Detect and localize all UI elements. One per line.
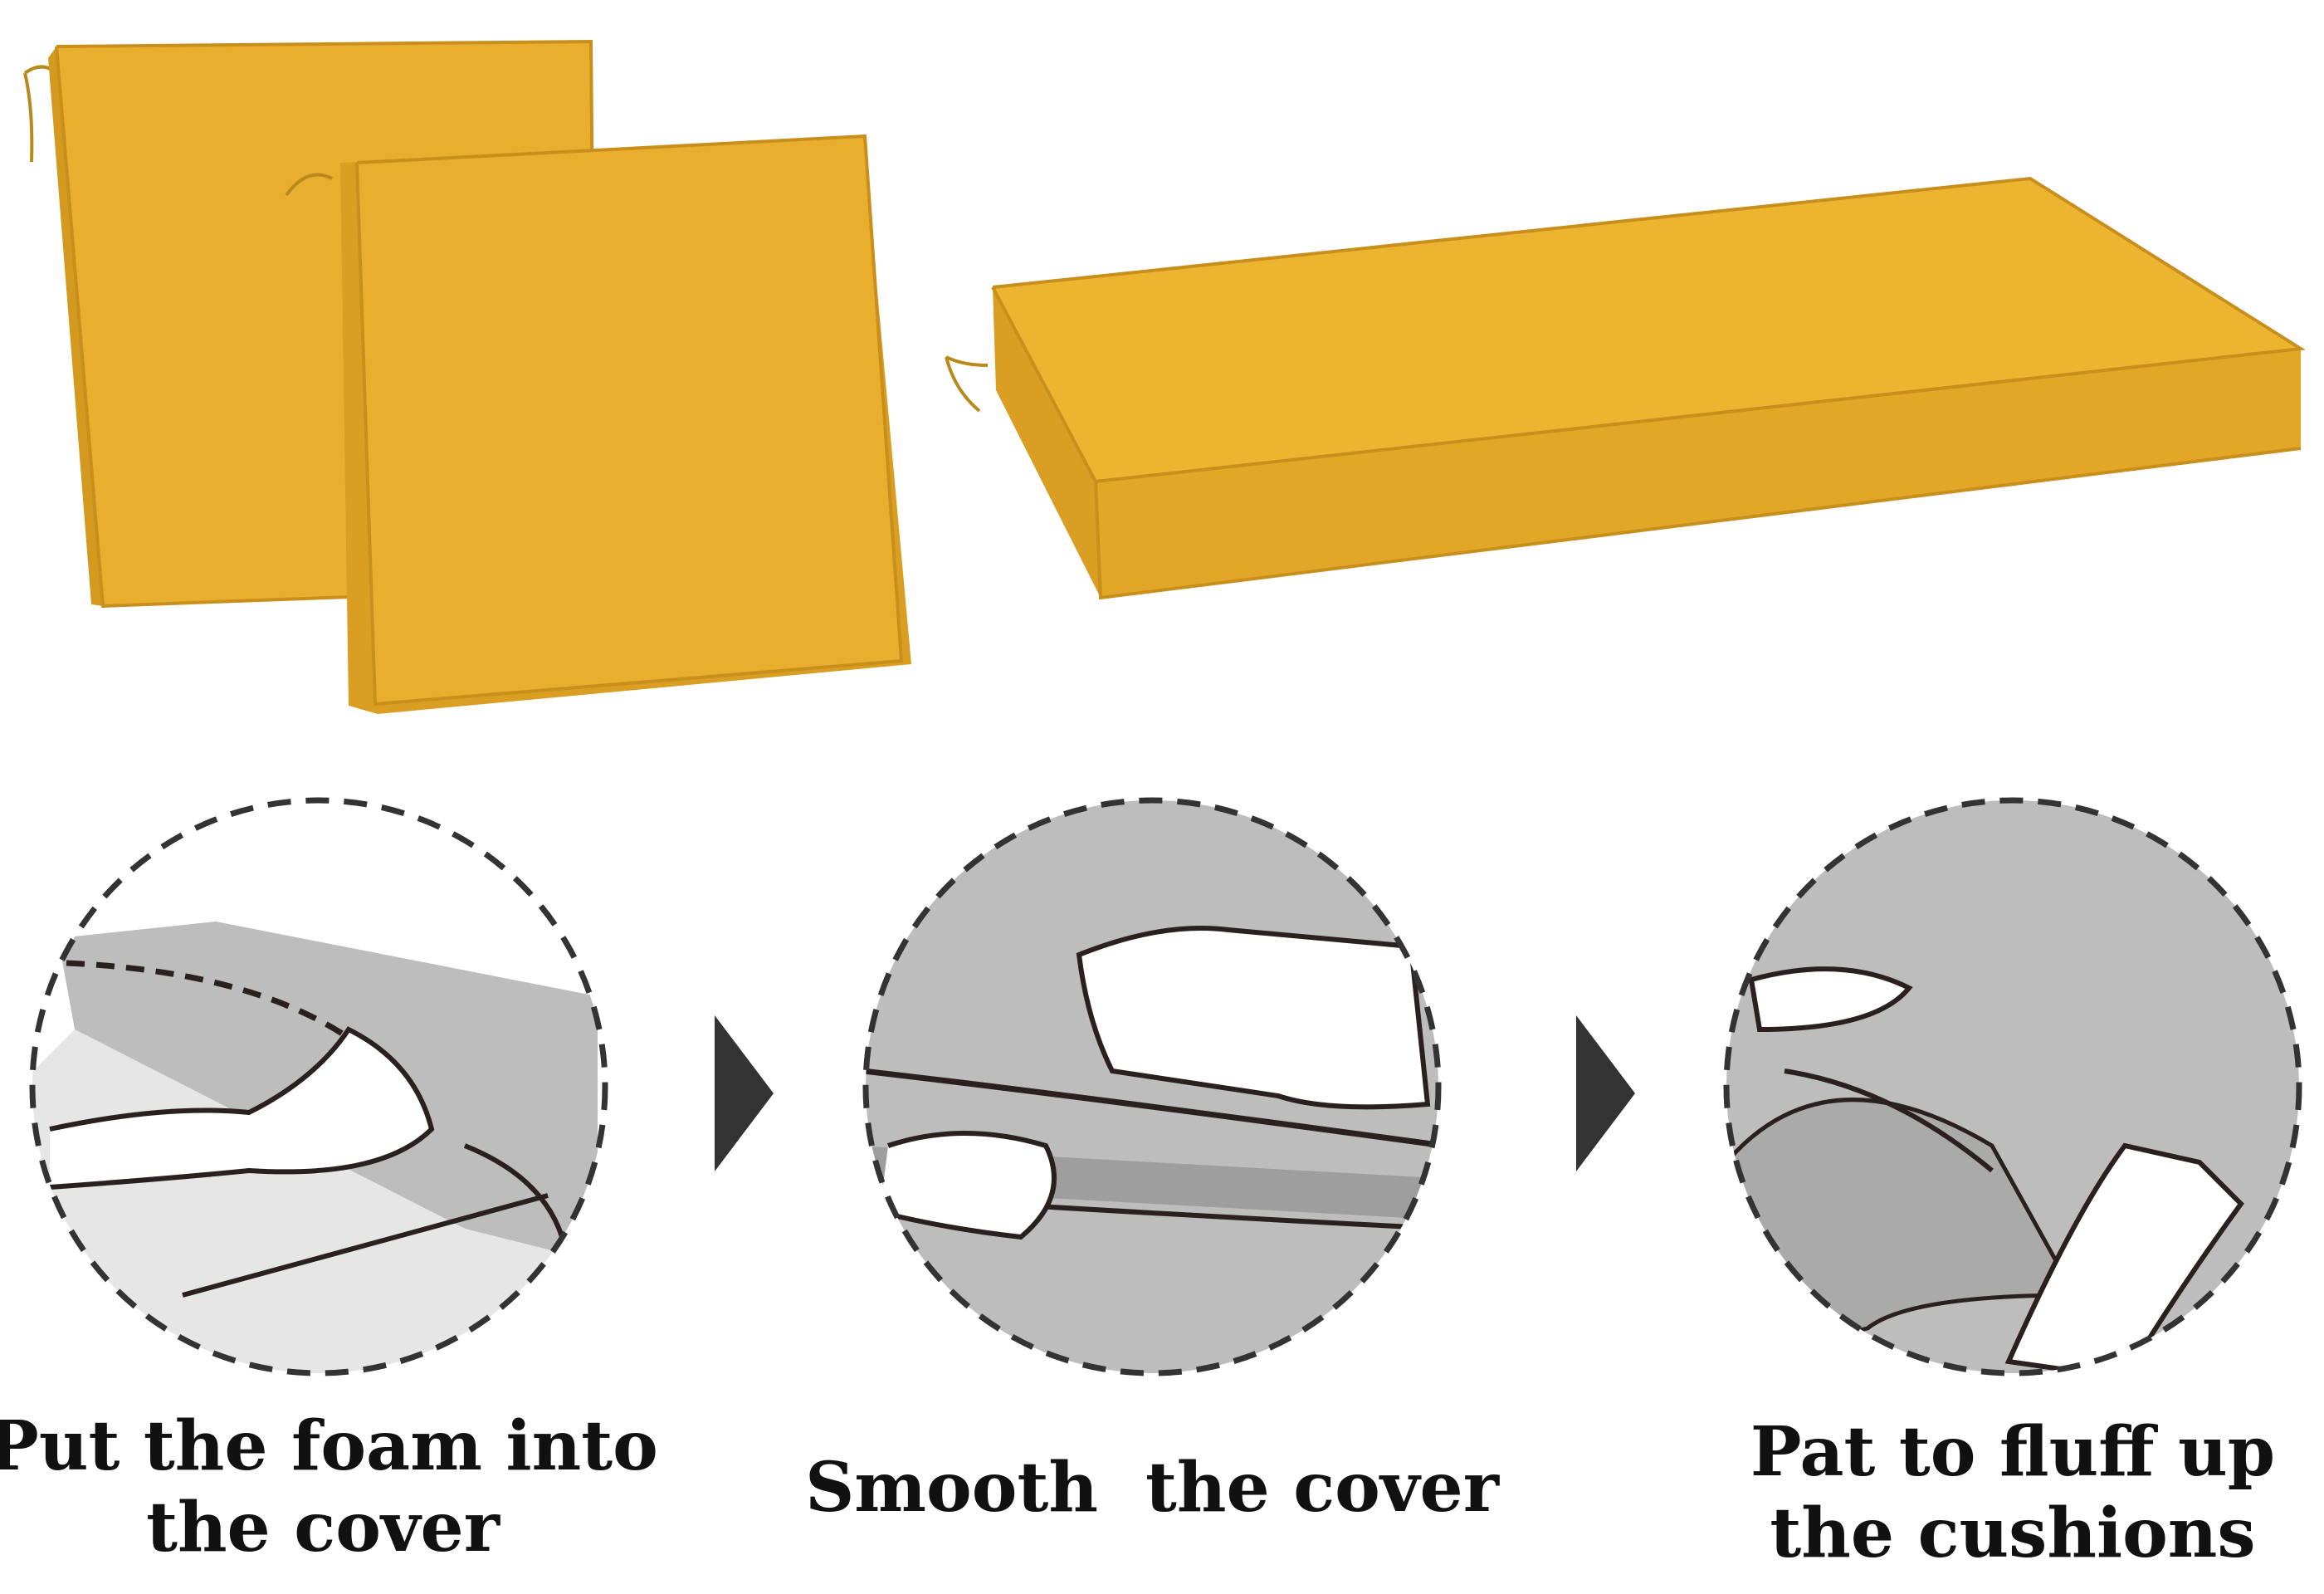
step-3-caption-line-1: Pat to fluff up xyxy=(1750,1412,2275,1492)
step-1-caption-line-1: Put the foam into xyxy=(0,1406,658,1486)
square-cushion-front xyxy=(285,134,911,714)
step-3-illustration xyxy=(1723,797,2302,1376)
bench-cushion xyxy=(945,176,2306,600)
step-3-caption-line-2: the cushions xyxy=(1770,1494,2255,1573)
step-1-illustration xyxy=(29,797,608,1376)
step-1-caption-line-2: the cover xyxy=(146,1488,501,1567)
step-2-caption: Smooth the cover xyxy=(805,1448,1501,1528)
step-2-illustration xyxy=(862,797,1442,1376)
arrow-right-icon xyxy=(1576,1015,1635,1171)
arrow-right-icon xyxy=(715,1015,774,1171)
